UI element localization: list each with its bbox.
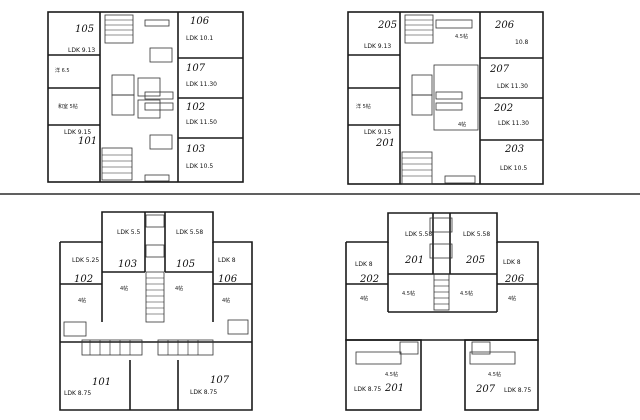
unit-number: 201 bbox=[384, 383, 404, 394]
unit-area: LDK 8 bbox=[355, 261, 373, 268]
unit-area: LDK 8 bbox=[503, 259, 521, 266]
unit-number: 102 bbox=[186, 102, 205, 113]
unit-number: 101 bbox=[92, 377, 111, 388]
unit-area: LDK 9.13 bbox=[68, 47, 95, 54]
unit-area: LDK 10.5 bbox=[500, 165, 527, 172]
unit-number: 203 bbox=[504, 144, 524, 155]
unit-number: 201 bbox=[404, 255, 424, 266]
unit-number: 207 bbox=[489, 64, 510, 75]
room-label: 4帖 bbox=[222, 297, 230, 304]
unit-number: 207 bbox=[475, 384, 496, 395]
plan-bottom-left: LDK 5.5 103 LDK 5.58 105 LDK 5.25 102 LD… bbox=[59, 211, 253, 411]
unit-number: 202 bbox=[493, 103, 513, 114]
unit-number: 107 bbox=[186, 63, 206, 74]
unit-area: LDK 5.25 bbox=[72, 257, 99, 264]
room-label: 4帖 bbox=[508, 295, 516, 302]
plan-bottom-right: LDK 5.58 201 LDK 5.58 205 LDK 8 202 LDK … bbox=[345, 212, 539, 411]
unit-area: LDK 10.1 bbox=[186, 35, 213, 42]
unit-number: 105 bbox=[75, 24, 94, 35]
room-label: 4.5帖 bbox=[488, 371, 501, 378]
unit-area: LDK 5.58 bbox=[405, 231, 432, 238]
unit-number: 101 bbox=[78, 136, 97, 147]
unit-area: LDK 5.58 bbox=[463, 231, 490, 238]
unit-area: LDK 11.30 bbox=[497, 83, 528, 90]
unit-area: LDK 5.58 bbox=[176, 229, 203, 236]
unit-number: 107 bbox=[210, 375, 230, 386]
room-label: 洋 5帖 bbox=[356, 103, 371, 110]
room-label: 4帖 bbox=[120, 285, 128, 292]
unit-number: 206 bbox=[504, 274, 525, 285]
unit-number: 106 bbox=[218, 274, 238, 285]
unit-number: 103 bbox=[186, 144, 205, 155]
unit-area: LDK 11.30 bbox=[498, 120, 529, 127]
unit-area: LDK 5.5 bbox=[117, 229, 141, 236]
unit-area: 10.8 bbox=[515, 39, 529, 46]
unit-area: LDK 8 bbox=[218, 257, 236, 264]
room-label: 4.5帖 bbox=[402, 290, 415, 297]
unit-area: LDK 9.13 bbox=[364, 43, 391, 50]
unit-area: LDK 9.15 bbox=[64, 129, 91, 136]
plan-top-left: 105 LDK 9.13 106 LDK 10.1 107 LDK 11.30 … bbox=[47, 11, 244, 183]
room-label: 和室 5帖 bbox=[58, 103, 78, 110]
room-label: 4帖 bbox=[78, 297, 86, 304]
unit-number: 206 bbox=[494, 20, 515, 31]
room-label: 4.5帖 bbox=[455, 33, 468, 40]
unit-area: LDK 11.50 bbox=[186, 119, 217, 126]
unit-area: LDK 8.75 bbox=[190, 389, 217, 396]
unit-number: 205 bbox=[377, 20, 397, 31]
unit-area: LDK 11.30 bbox=[186, 81, 217, 88]
room-label: 4帖 bbox=[175, 285, 183, 292]
unit-area: LDK 9.15 bbox=[364, 129, 391, 136]
unit-number: 103 bbox=[118, 259, 137, 270]
room-label: 4.5帖 bbox=[460, 290, 473, 297]
unit-number: 106 bbox=[190, 16, 210, 27]
unit-number: 102 bbox=[74, 274, 93, 285]
unit-area: LDK 8.75 bbox=[354, 386, 381, 393]
unit-number: 201 bbox=[375, 138, 395, 149]
unit-number: 105 bbox=[176, 259, 195, 270]
room-label: 4帖 bbox=[458, 121, 466, 128]
plan-top-right: 205 LDK 9.13 206 10.8 207 LDK 11.30 202 … bbox=[347, 11, 544, 185]
room-label: 4.5帖 bbox=[385, 371, 398, 378]
room-label: 洋 6.5 bbox=[55, 67, 70, 74]
unit-number: 202 bbox=[359, 274, 379, 285]
unit-area: LDK 10.5 bbox=[186, 163, 213, 170]
room-label: 4帖 bbox=[360, 295, 368, 302]
unit-area: LDK 8.75 bbox=[64, 390, 91, 397]
unit-number: 205 bbox=[465, 255, 485, 266]
unit-area: LDK 8.75 bbox=[504, 387, 531, 394]
